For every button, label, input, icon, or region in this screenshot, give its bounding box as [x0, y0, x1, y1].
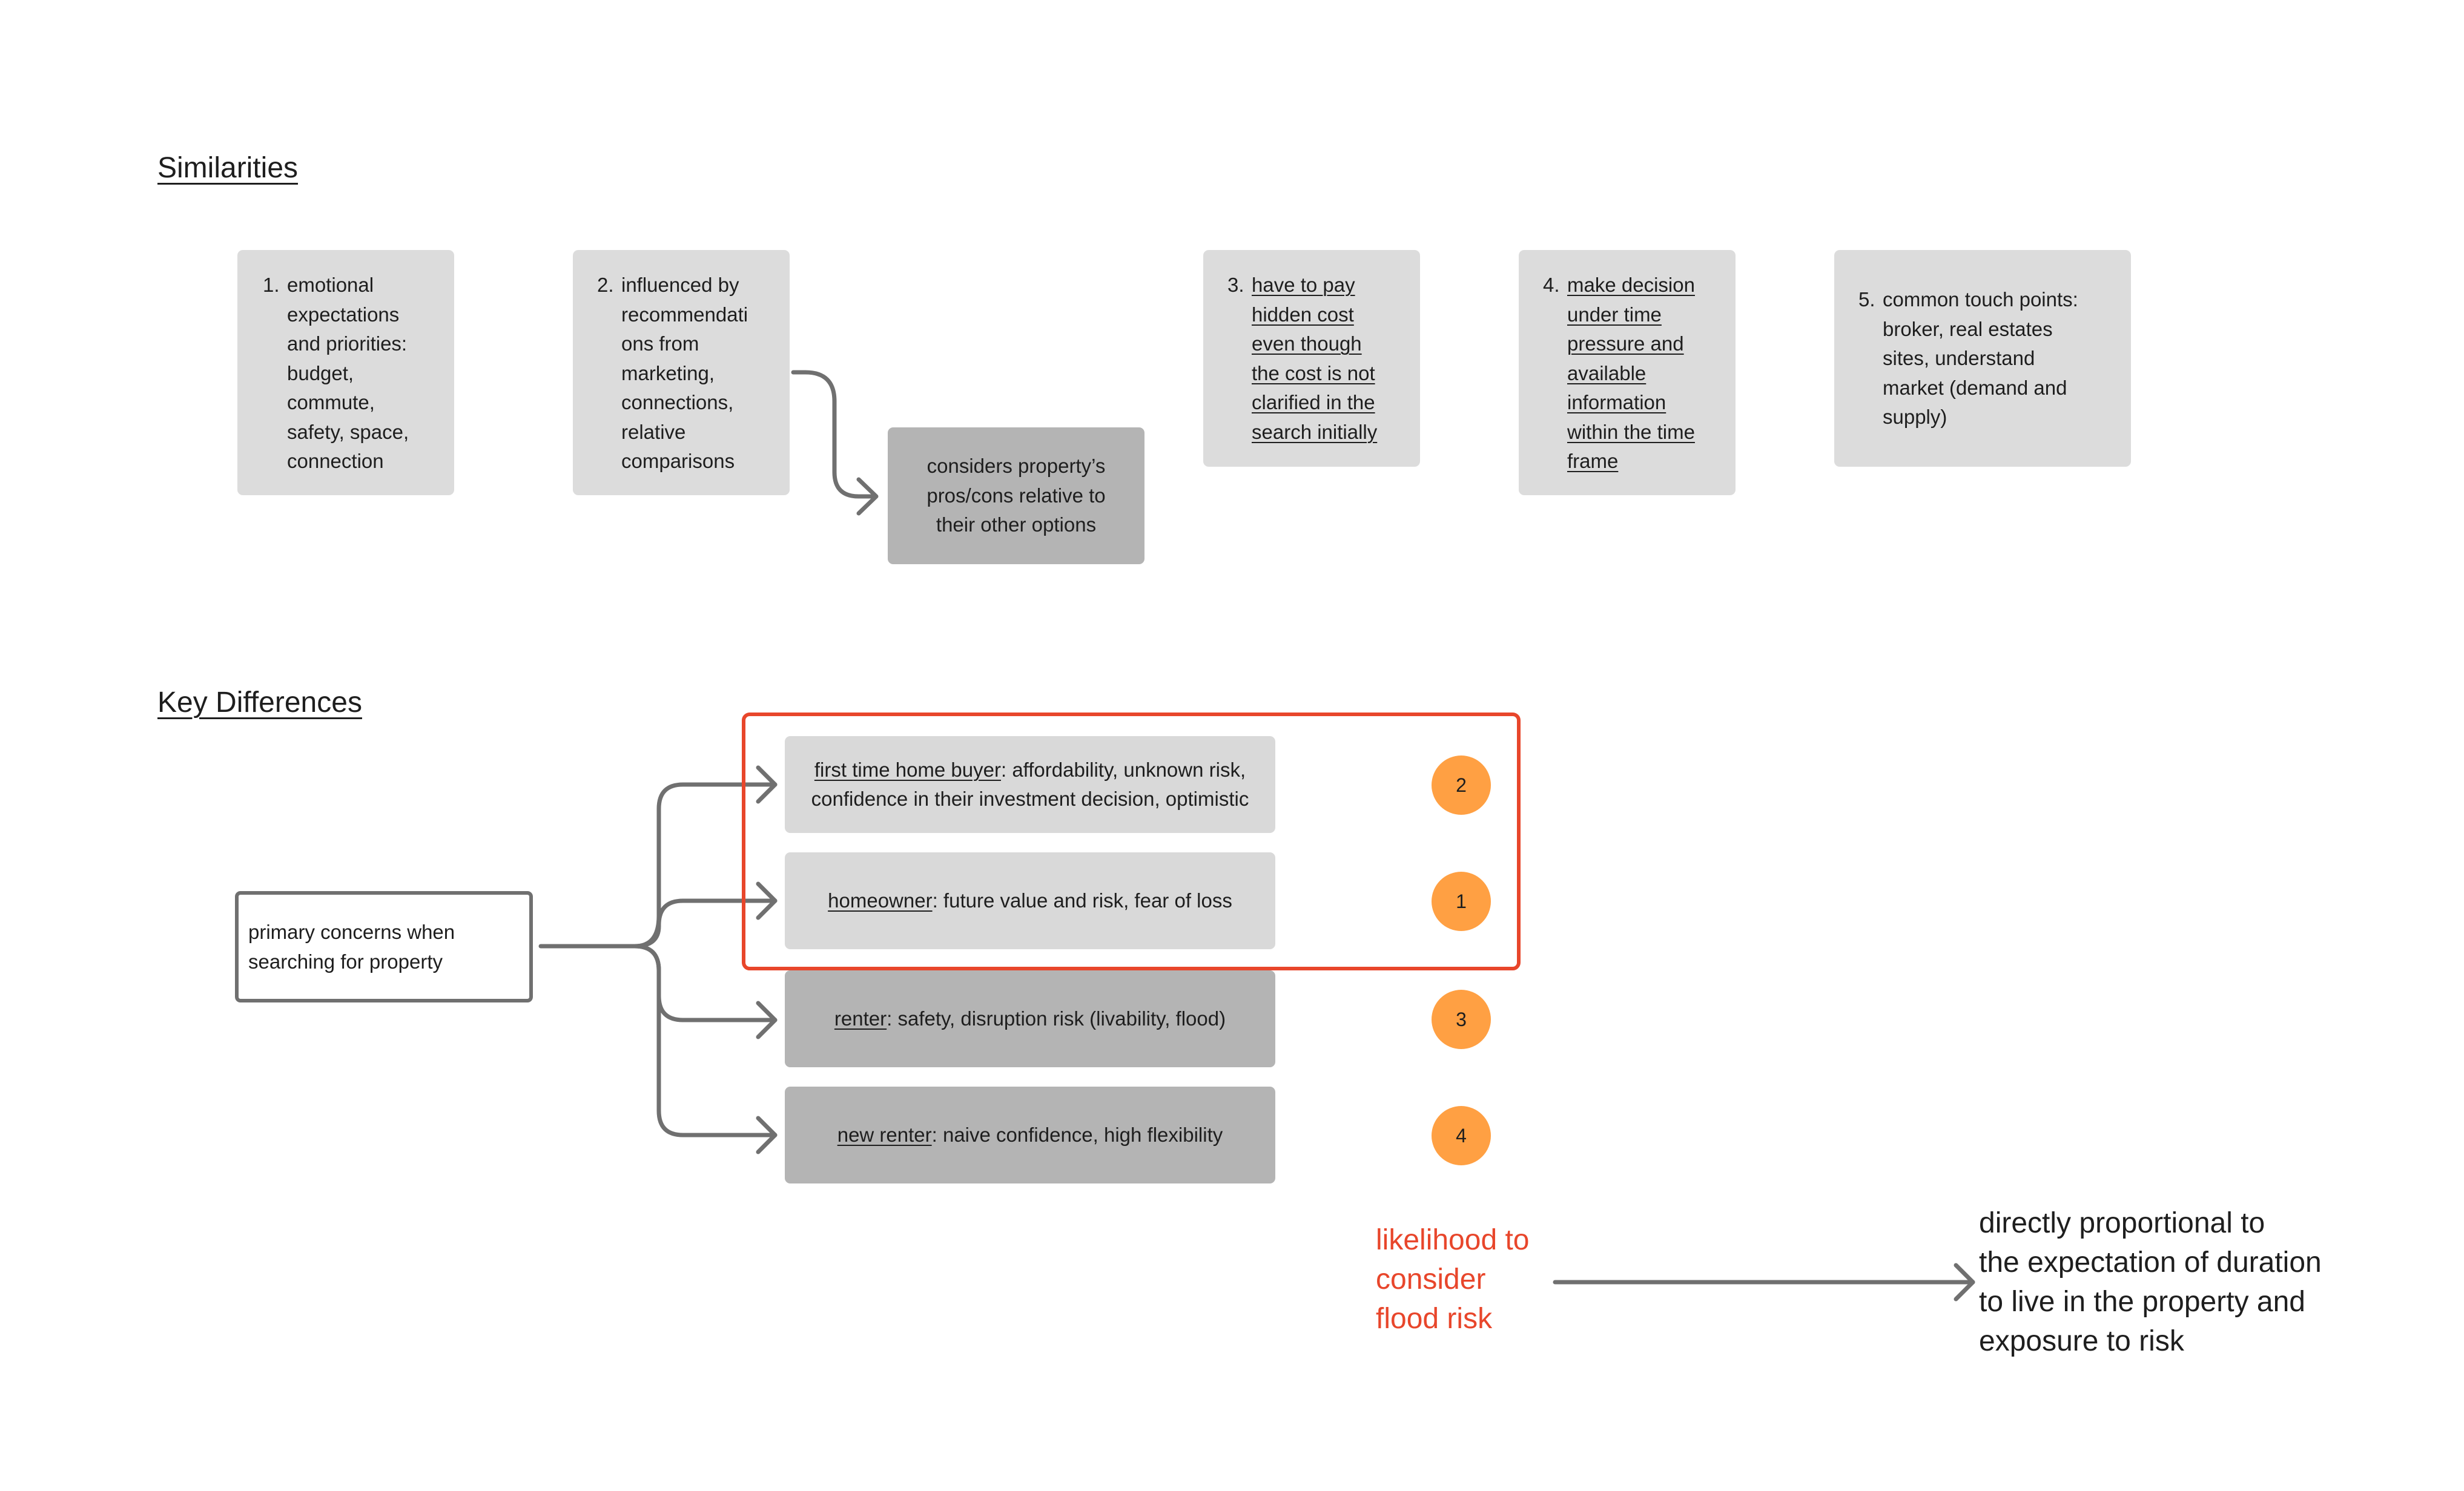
arrowhead-2 [756, 881, 778, 920]
similarity-number: 4. [1543, 274, 1560, 296]
difference-renter: renter: safety, disruption risk (livabil… [785, 970, 1275, 1067]
arrowhead-4 [756, 1116, 778, 1154]
similarity-sticky-1: 1. emotional expectations and priorities… [237, 250, 454, 495]
difference-label: first time home buyer [814, 758, 1001, 781]
similarity-text: influenced by recommendati ons from mark… [621, 274, 748, 472]
similarity-sticky-3: 3. have to pay hidden cost even though t… [1203, 250, 1420, 467]
similarity-text: emotional expectations and priorities: b… [287, 274, 409, 472]
arrowhead-conclusion [1954, 1263, 1975, 1302]
similarity-sticky-5: 5. common touch points: broker, real est… [1834, 250, 2131, 467]
arrowhead-1 [756, 765, 778, 804]
difference-text: : affordability, unknown risk, [1000, 758, 1246, 781]
difference-homeowner: homeowner: future value and risk, fear o… [785, 852, 1275, 949]
difference-text: : naive confidence, high flexibility [931, 1123, 1223, 1146]
difference-text: : future value and risk, fear of loss [932, 889, 1232, 912]
similarity-number: 2. [597, 274, 614, 296]
similarity-sticky-2: 2. influenced by recommendati ons from m… [573, 250, 790, 495]
primary-concerns-box: primary concerns when searching for prop… [235, 891, 533, 1002]
similarity-number: 3. [1227, 274, 1244, 296]
difference-label: new renter [837, 1123, 932, 1146]
rank-badge: 3 [1432, 990, 1491, 1049]
difference-label: renter [834, 1007, 887, 1030]
difference-text: : safety, disruption risk (livability, f… [887, 1007, 1226, 1030]
similarity-text: make decision under time pressure and av… [1567, 274, 1695, 472]
similarities-heading: Similarities [157, 152, 299, 184]
difference-text-line2: confidence in their investment decision,… [811, 788, 1249, 810]
connector-branch-1 [632, 782, 778, 949]
difference-label: homeowner [828, 889, 933, 912]
rank-badge: 1 [1432, 872, 1491, 931]
highlight-frame [742, 713, 1521, 970]
differences-heading: Key Differences [157, 686, 362, 719]
arrowhead-3 [756, 1001, 778, 1039]
similarity-text: common touch points: broker, real estate… [1883, 288, 2078, 428]
difference-new-renter: new renter: naive confidence, high flexi… [785, 1087, 1275, 1183]
difference-first-time-buyer: first time home buyer: affordability, un… [785, 736, 1275, 833]
connector-branch-2 [632, 898, 778, 949]
similarity-number: 5. [1858, 288, 1875, 311]
connector-influence-to-outcome [791, 370, 874, 499]
conclusion-right: directly proportional to the expectation… [1979, 1207, 2322, 1357]
conclusion-left: likelihood to consider flood risk [1376, 1224, 1530, 1335]
similarity-sticky-4: 4. make decision under time pressure and… [1519, 250, 1736, 495]
rank-badge: 4 [1432, 1106, 1491, 1165]
arrowhead-outcome [856, 477, 879, 516]
outcome-box: considers property’s pros/cons relative … [888, 427, 1144, 564]
similarity-text: have to pay hidden cost even though the … [1252, 274, 1378, 443]
similarity-number: 1. [263, 274, 280, 296]
rank-badge: 2 [1432, 755, 1491, 815]
connector-branch-4 [632, 944, 778, 1137]
